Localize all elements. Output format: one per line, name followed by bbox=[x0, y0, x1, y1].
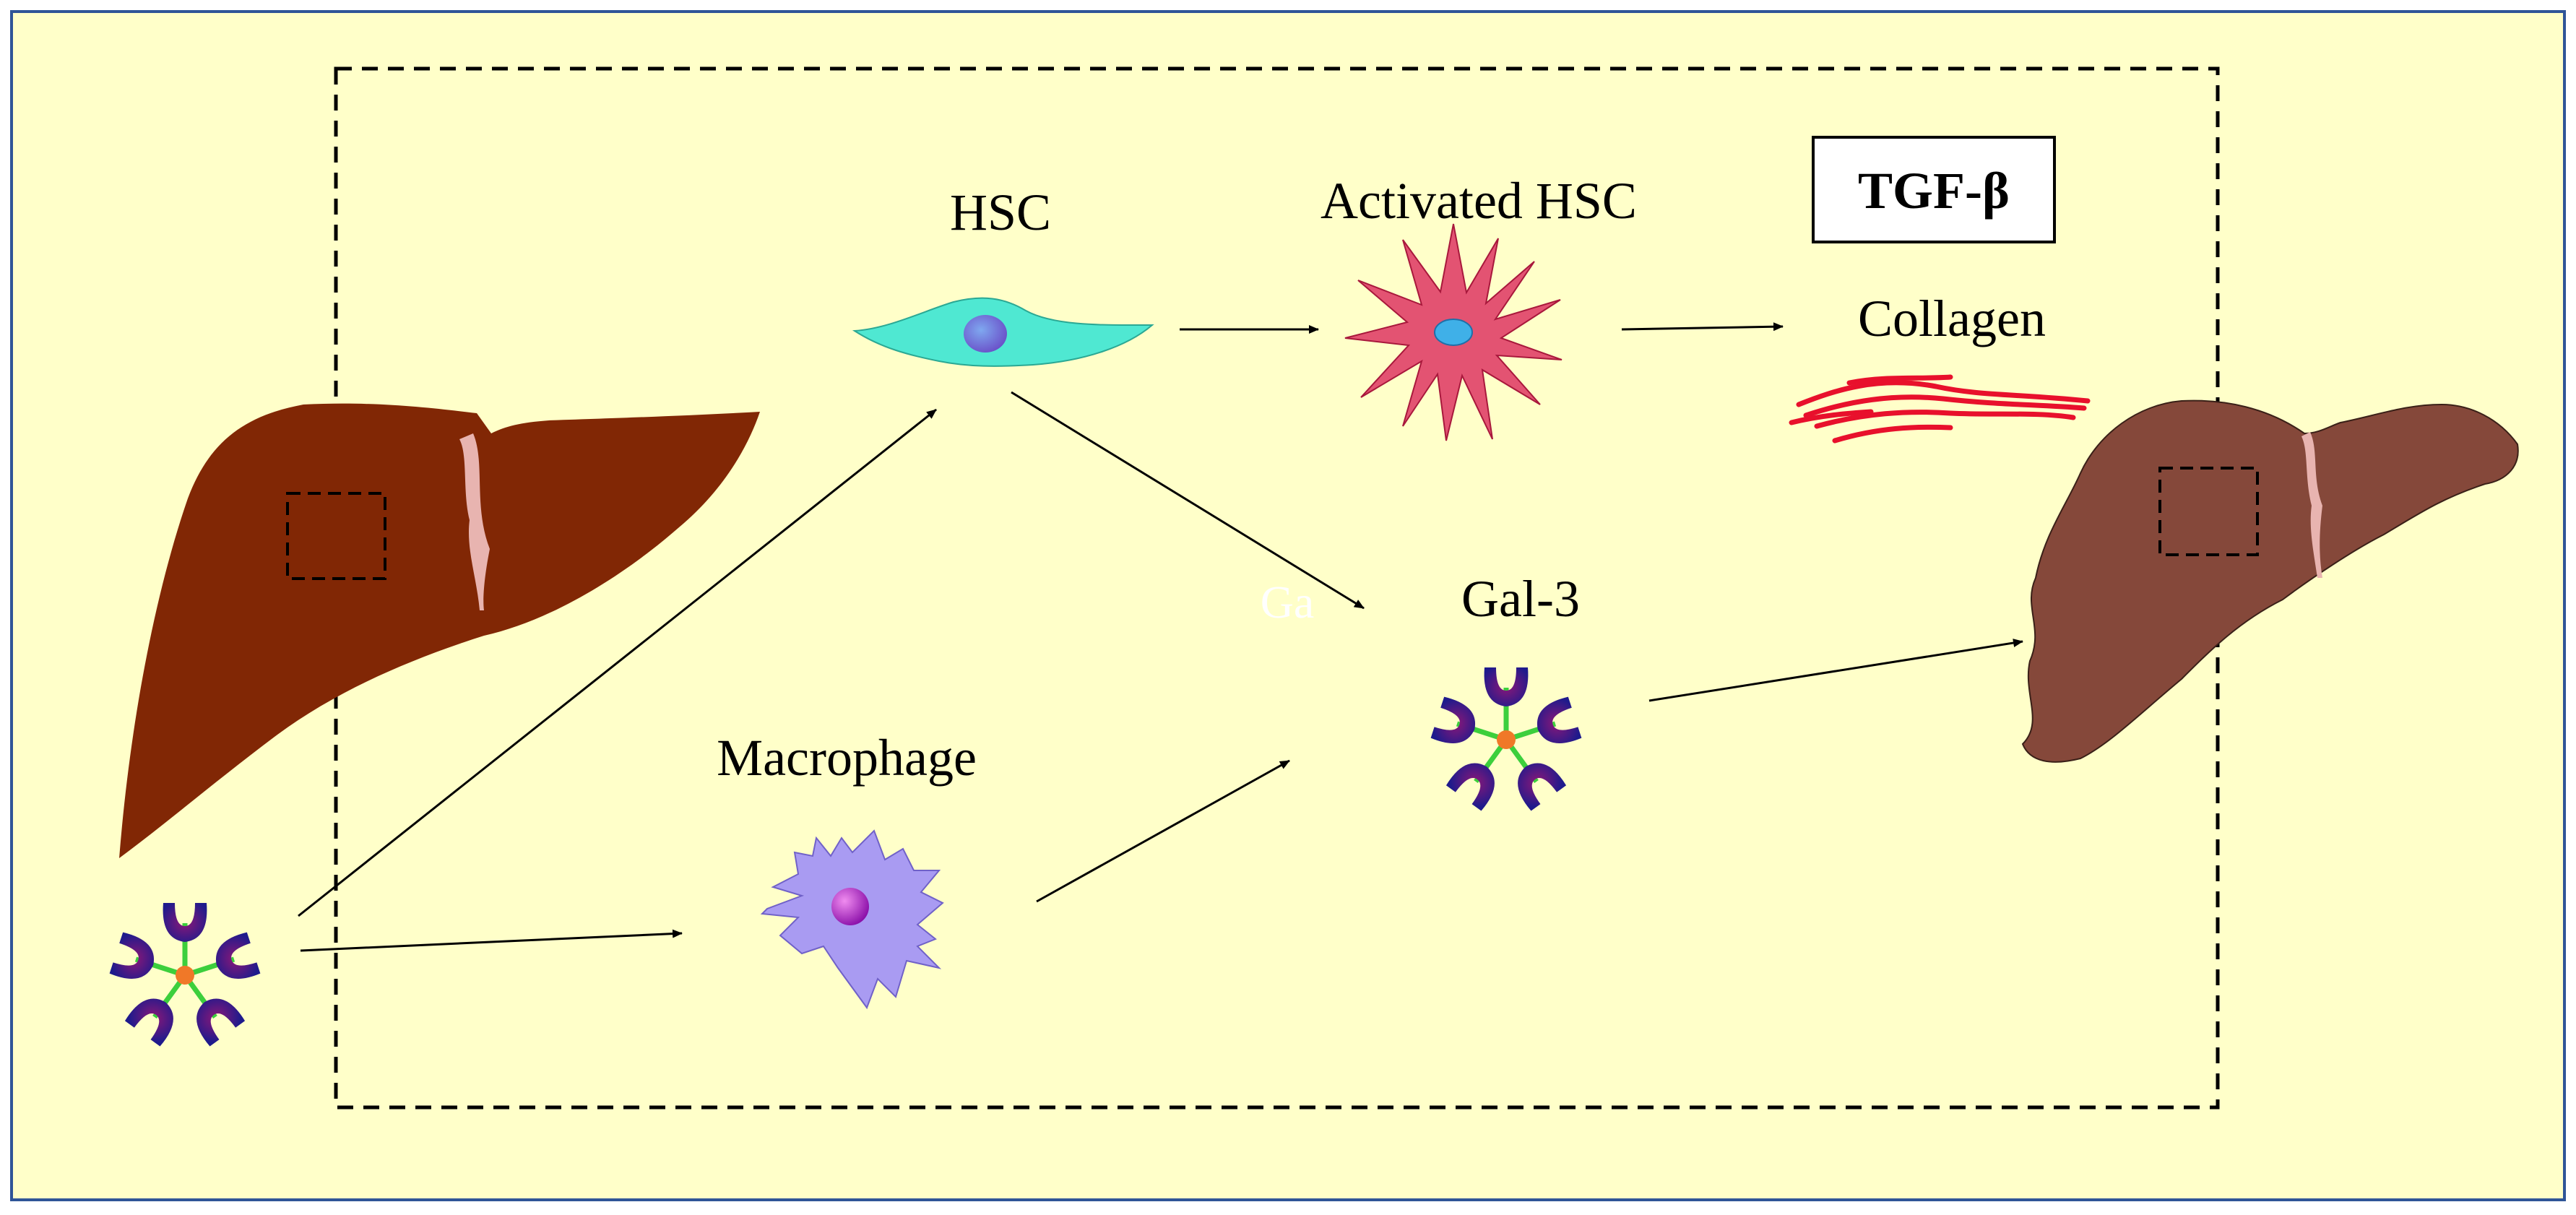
hsc-label: HSC bbox=[950, 183, 1051, 241]
arrow-gal3-to-macrophage bbox=[300, 929, 683, 952]
arrow-macrophage-to-gal3 bbox=[1036, 759, 1290, 903]
collagen-label: Collagen bbox=[1858, 290, 2046, 347]
fibrotic-liver-zoom-box bbox=[2158, 467, 2259, 556]
tgf-beta-box bbox=[1812, 136, 2056, 243]
macrophage-label: Macrophage bbox=[717, 729, 977, 787]
collagen-fibers-icon bbox=[1789, 374, 2091, 444]
arrow-gal3-to-hsc bbox=[298, 408, 937, 917]
arrow-activated-to-collagen bbox=[1621, 322, 1784, 332]
arrow-hsc-to-gal3 bbox=[1011, 391, 1365, 610]
hsc-cell-icon bbox=[852, 297, 1154, 367]
liver-fissure bbox=[2301, 432, 2322, 578]
healthy-liver-icon bbox=[119, 403, 760, 858]
activated-hsc-label: Activated HSC bbox=[1321, 172, 1637, 230]
activated-hsc-icon bbox=[1344, 223, 1563, 441]
gal3-label: Gal-3 bbox=[1461, 570, 1580, 628]
healthy-liver-zoom-box bbox=[286, 492, 386, 580]
tgf-beta-label: TGF-β bbox=[1858, 162, 2010, 220]
liver-fissure bbox=[459, 433, 490, 610]
faded-label: Ga bbox=[1261, 576, 1315, 628]
fibrotic-liver-icon bbox=[2021, 399, 2519, 763]
arrow-gal3-to-fibrotic-liver bbox=[1648, 639, 2023, 702]
macrophage-icon bbox=[760, 829, 944, 1010]
